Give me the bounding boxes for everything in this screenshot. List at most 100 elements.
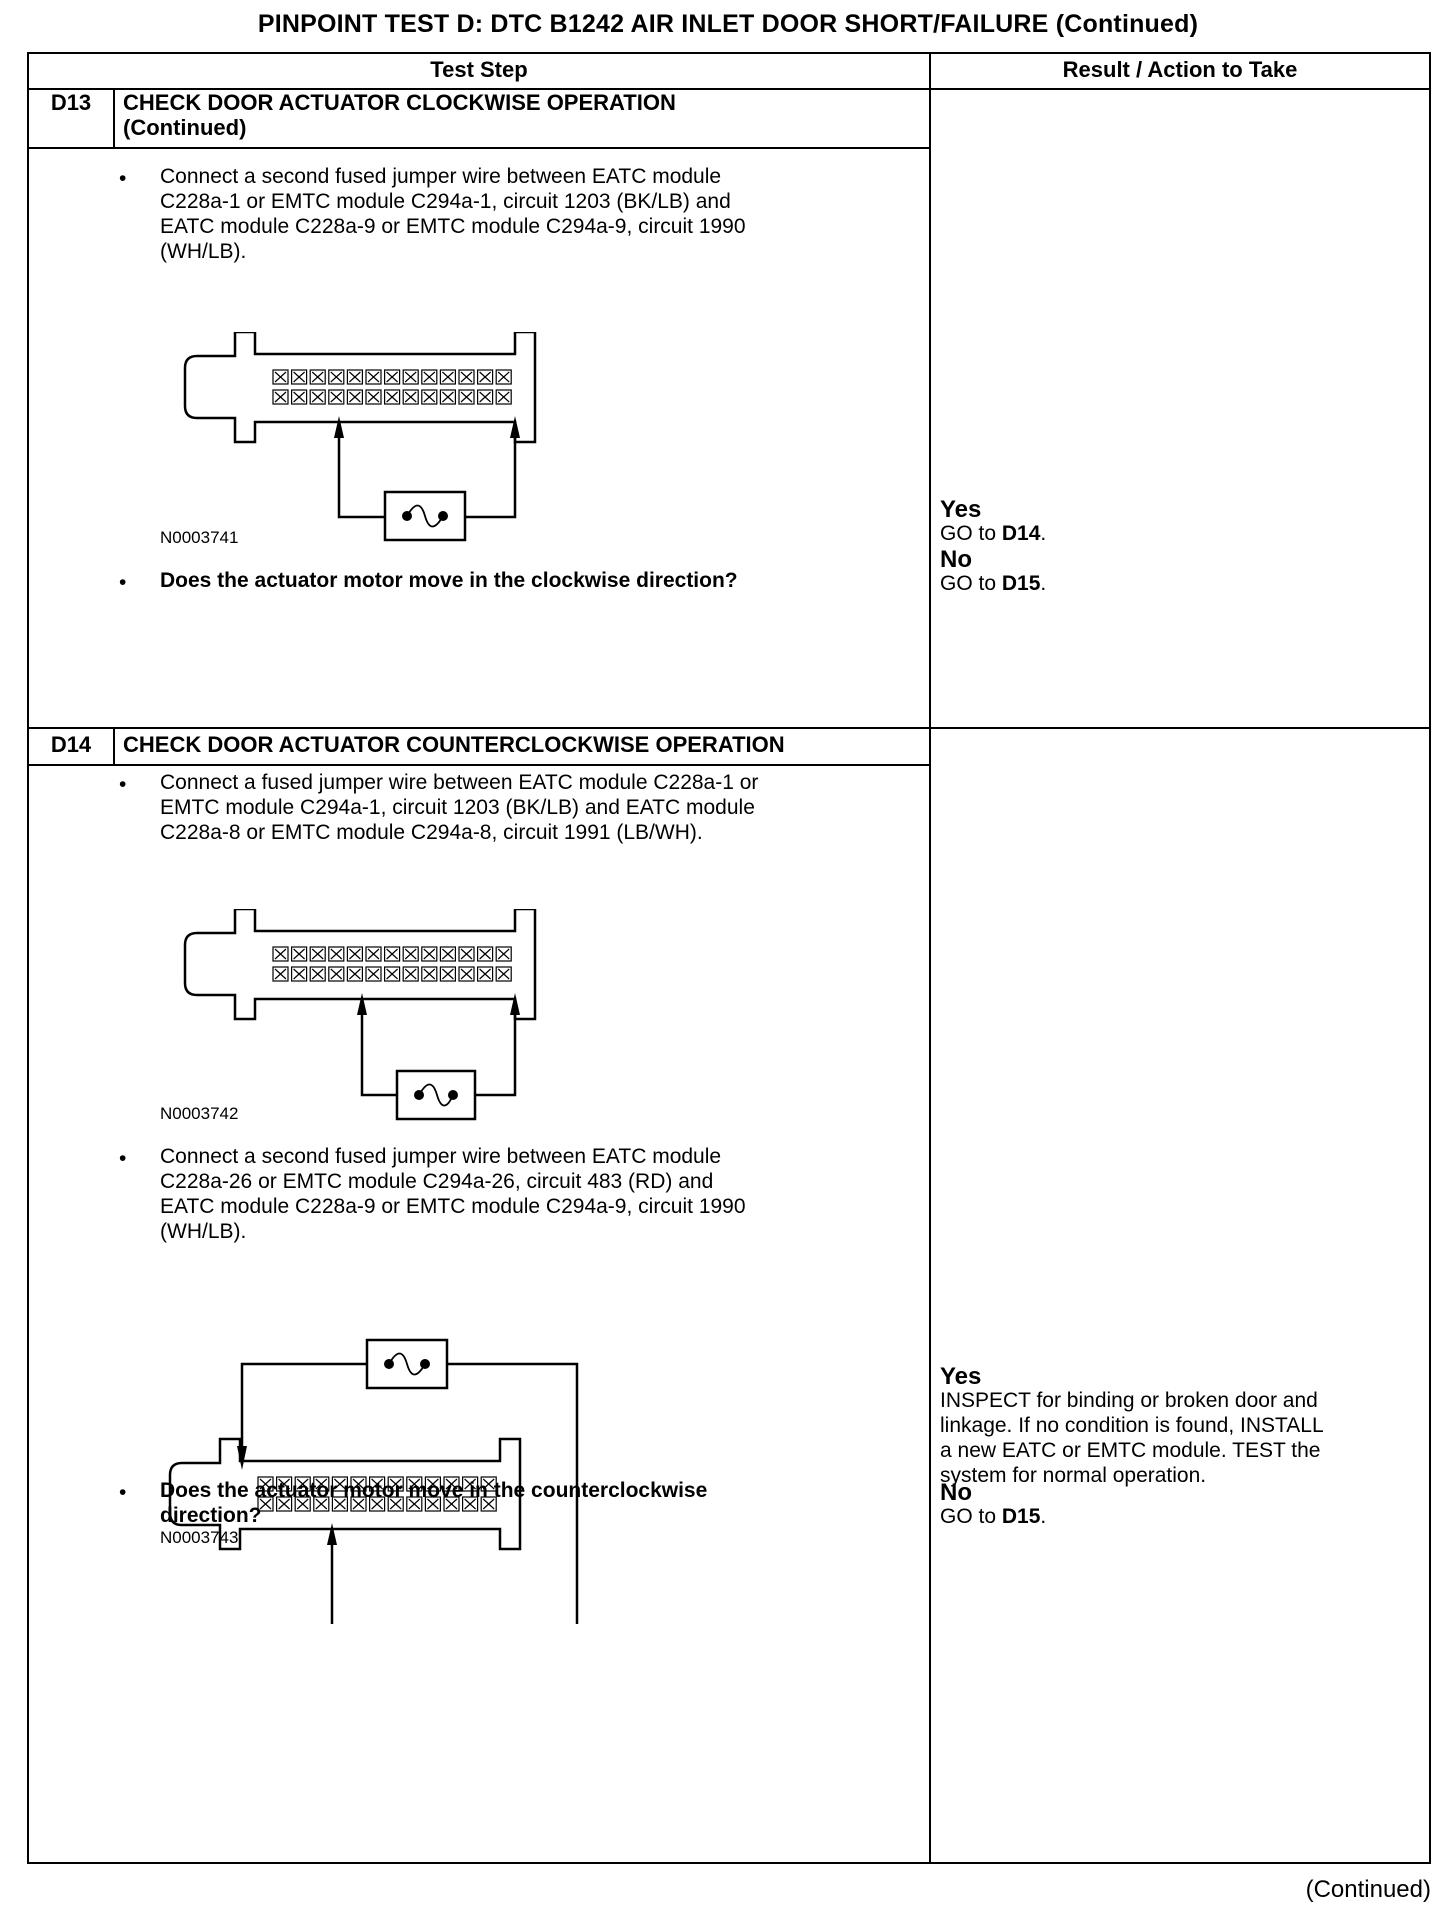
- pin-cavity: [272, 369, 289, 385]
- pin-cavity-cross: [367, 948, 380, 960]
- pin-cavity: [458, 389, 475, 405]
- d13-no-action: GO to D15.: [940, 572, 1047, 595]
- pin-cavity-cross: [274, 968, 287, 980]
- pin-cavity-cross: [441, 391, 454, 403]
- pin-cavity-cross: [259, 1478, 272, 1490]
- pin-cavity: [350, 1496, 367, 1512]
- bullet-dot: •: [119, 167, 127, 190]
- pin-cavity: [369, 1476, 386, 1492]
- pin-cavity: [313, 1496, 330, 1512]
- pin-cavity: [384, 946, 401, 962]
- pin-cavity: [276, 1496, 293, 1512]
- pin-cavity: [480, 1476, 497, 1492]
- pin-cavity-cross: [497, 391, 510, 403]
- table-border-top: [27, 52, 1431, 54]
- connector-diagram-n0003743: [168, 1338, 579, 1624]
- bullet-dot: •: [119, 1481, 127, 1504]
- pin-cavity: [331, 1496, 348, 1512]
- pin-cavity: [291, 389, 308, 405]
- text-line: EATC module C228a-9 or EMTC module C294a…: [160, 1195, 746, 1218]
- pin-cavity: [406, 1496, 423, 1512]
- pin-cavity-cross: [423, 948, 436, 960]
- pin-cavity-cross: [315, 1478, 328, 1490]
- pin-cavity-cross: [460, 968, 473, 980]
- pin-cavity-cross: [330, 948, 343, 960]
- connector-body: [183, 332, 537, 444]
- pin-cavity-cross: [404, 371, 417, 383]
- figure-id-n0003743: N0003743: [160, 1528, 239, 1547]
- bullet-dot: •: [119, 1147, 127, 1170]
- d13-title-underline: [27, 147, 931, 149]
- pin-cavity: [272, 389, 289, 405]
- d13-yes-action: GO to D14.: [940, 522, 1047, 545]
- pin-cavity-cross: [330, 371, 343, 383]
- pin-cavity: [346, 966, 363, 982]
- probe-arrows: [357, 993, 520, 1015]
- pin-cavity-cross: [497, 371, 510, 383]
- pin-cavity-cross: [497, 948, 510, 960]
- pin-cavity: [309, 369, 326, 385]
- pin-cavity-cross: [441, 968, 454, 980]
- pin-cavity-cross: [367, 968, 380, 980]
- bullet-dot: •: [119, 773, 127, 796]
- pin-cavity-cross: [464, 1498, 477, 1510]
- pin-cavity: [477, 966, 494, 982]
- pin-cavity-cross: [404, 948, 417, 960]
- pin-cavity-cross: [389, 1498, 402, 1510]
- pin-cavity-cross: [311, 968, 324, 980]
- text-line: linkage. If no condition is found, INSTA…: [940, 1414, 1324, 1437]
- pin-cavity-cross: [296, 1498, 309, 1510]
- pin-cavity-cross: [274, 371, 287, 383]
- header-divider: [27, 88, 1431, 90]
- pin-cavity-cross: [333, 1498, 346, 1510]
- pin-cavity: [477, 389, 494, 405]
- pin-cavity: [387, 1476, 404, 1492]
- pin-cavity: [309, 966, 326, 982]
- pin-cavity: [350, 1476, 367, 1492]
- table-border-left: [27, 52, 29, 1864]
- pin-cavity: [309, 946, 326, 962]
- text-line: Connect a second fused jumper wire betwe…: [160, 165, 722, 188]
- pin-cavity: [477, 369, 494, 385]
- text-line: C228a-26 or EMTC module C294a-26, circui…: [160, 1170, 714, 1193]
- pin-cavity-cross: [296, 1478, 309, 1490]
- pin-cavity-cross: [423, 371, 436, 383]
- pin-cavity: [384, 369, 401, 385]
- pin-cavity-cross: [479, 948, 492, 960]
- pin-cavity: [458, 369, 475, 385]
- pin-cavity-cross: [482, 1478, 495, 1490]
- pin-cavity: [365, 369, 382, 385]
- pin-cavity: [276, 1476, 293, 1492]
- pin-cavity-cross: [352, 1478, 365, 1490]
- pin-cavity: [291, 369, 308, 385]
- pin-cavity-cross: [315, 1498, 328, 1510]
- pin-cavity: [257, 1496, 274, 1512]
- pin-cavity-cross: [293, 968, 306, 980]
- pin-cavity: [424, 1476, 441, 1492]
- pin-cavity-cross: [426, 1478, 439, 1490]
- text-line: system for normal operation.: [940, 1464, 1207, 1487]
- pin-cavity-cross: [404, 968, 417, 980]
- pin-cavity-cross: [348, 948, 361, 960]
- jumper-wire: [337, 422, 517, 542]
- pin-cavity: [328, 389, 345, 405]
- pin-cavity: [443, 1476, 460, 1492]
- pin-cavity-cross: [348, 968, 361, 980]
- pin-cavity-cross: [389, 1478, 402, 1490]
- pin-cavity-cross: [311, 391, 324, 403]
- pin-cavity-cross: [404, 391, 417, 403]
- d13-title-line2: (Continued): [123, 115, 247, 140]
- pin-cavity: [406, 1476, 423, 1492]
- pin-cavity: [439, 966, 456, 982]
- pin-cavity-cross: [441, 948, 454, 960]
- connector-diagram-n0003742: [183, 909, 537, 1121]
- figure-id-n0003742: N0003742: [160, 1104, 239, 1123]
- pin-cavity-cross: [367, 371, 380, 383]
- pin-cavity: [480, 1496, 497, 1512]
- pin-cavity-cross: [497, 968, 510, 980]
- step-separator: [27, 727, 1431, 729]
- connector-pins: [272, 369, 512, 405]
- pin-cavity-cross: [479, 968, 492, 980]
- pin-cavity-cross: [479, 391, 492, 403]
- pin-cavity: [365, 946, 382, 962]
